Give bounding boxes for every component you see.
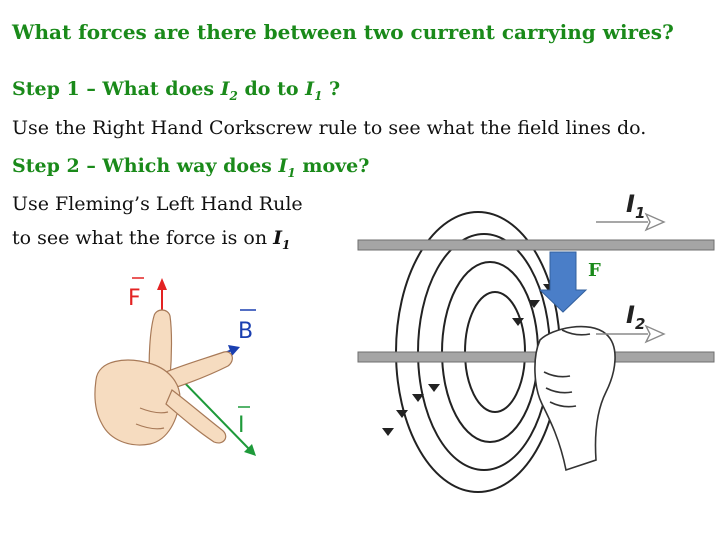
current-vector [177,375,251,451]
current-2-arrowhead [644,324,666,344]
force-arrowhead [157,278,167,290]
step-2-suffix: move? [295,155,370,177]
step-1-suffix: ? [322,78,341,100]
step-2-body-line-2: to see what the force is on I1 [12,227,291,252]
step-2-body-i1: I1 [273,227,291,252]
step-2-i1: I1 [278,155,296,180]
force-block-arrow [538,251,588,313]
step-1-body: Use the Right Hand Corkscrew rule to see… [12,117,647,139]
step-1-i1: I1 [305,78,323,103]
left-hand-illustration [94,309,233,446]
slide-title: What forces are there between two curren… [12,20,674,44]
step-1-heading: Step 1 – What does I2 do to I1 ? [12,78,340,103]
right-hand-grip [534,325,616,472]
step-2-heading: Step 2 – Which way does I1 move? [12,155,369,180]
current-arrowhead [244,444,256,456]
force-label: F [128,286,141,311]
left-hand-rule-diagram: F B I [94,277,256,456]
step-1-middle: do to [237,78,306,100]
current-1-arrowhead [644,212,666,232]
step-1-prefix: Step 1 – What does [12,78,221,100]
wires-diagram: I1 I2 F [357,190,715,493]
force-on-wire-label: F [588,260,601,281]
current-2-label: I2 [626,301,645,333]
top-wire [357,239,715,251]
step-2-body-line-1: Use Fleming’s Left Hand Rule [12,193,303,215]
current-1-label: I1 [626,190,645,222]
current-label: I [238,413,245,438]
field-direction-arrows [382,284,555,436]
step-2-prefix: Step 2 – Which way does [12,155,279,177]
field-label: B [238,319,253,344]
step-1-i2: I2 [220,78,238,103]
